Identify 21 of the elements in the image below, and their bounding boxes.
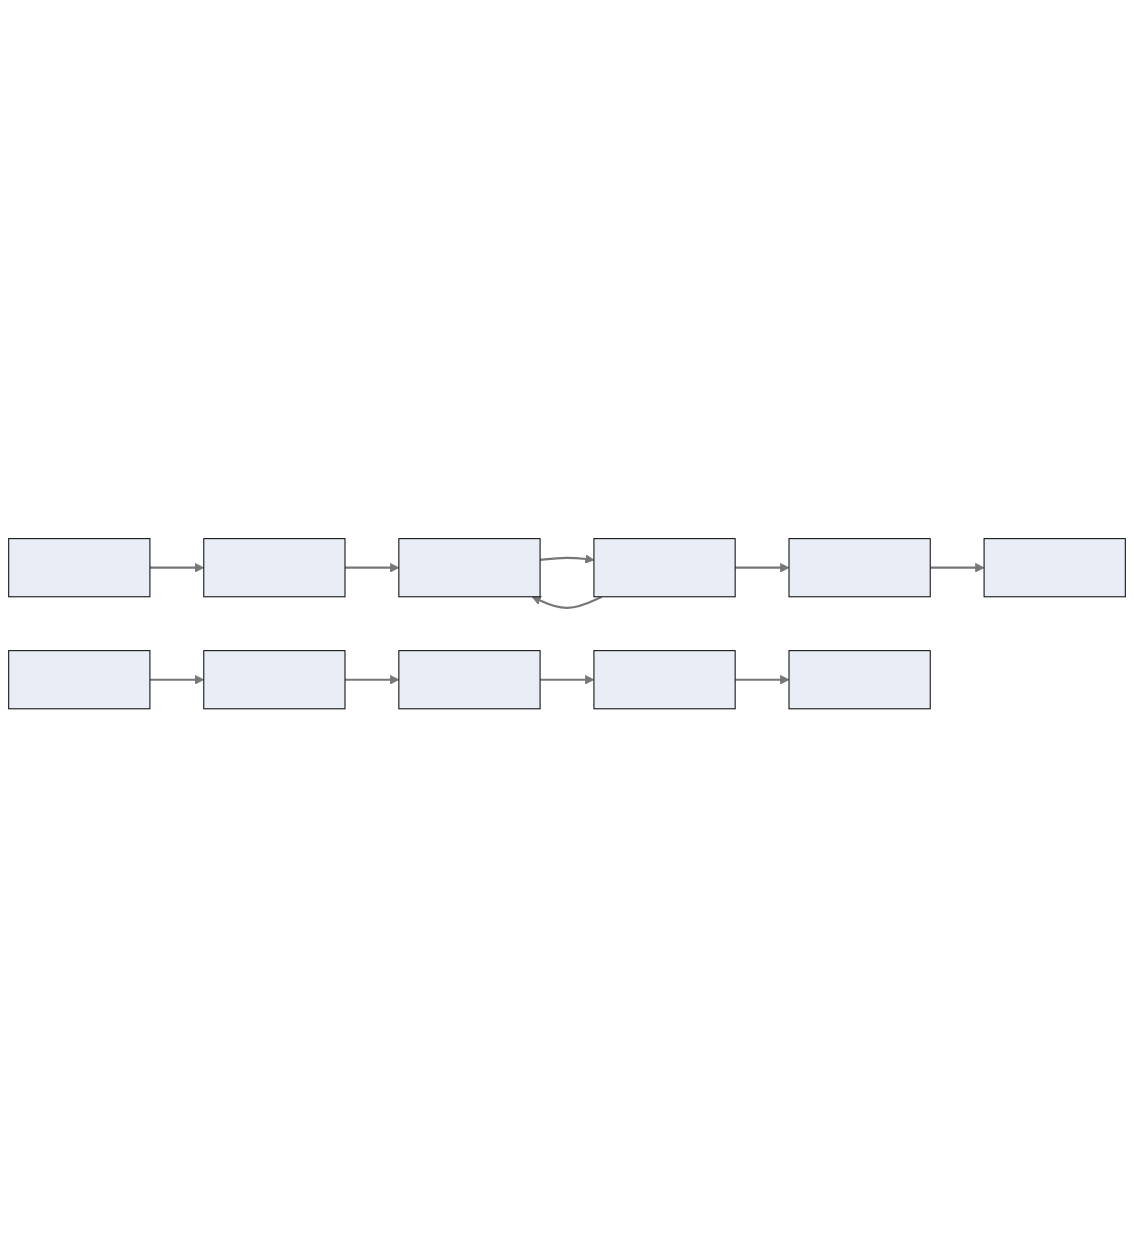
node-box bbox=[983, 538, 1126, 598]
node-box bbox=[593, 538, 736, 598]
arrow bbox=[149, 675, 205, 685]
node-box bbox=[203, 538, 346, 598]
arrow bbox=[345, 563, 400, 573]
arrow bbox=[345, 675, 400, 685]
arrow bbox=[539, 554, 595, 564]
node-box bbox=[8, 538, 151, 598]
node-box bbox=[398, 650, 541, 710]
arrow bbox=[735, 675, 790, 685]
arrow bbox=[149, 563, 205, 573]
arrow bbox=[930, 563, 985, 573]
arrow bbox=[735, 563, 790, 573]
node-box bbox=[203, 650, 346, 710]
arrow bbox=[531, 596, 603, 610]
node-box bbox=[593, 650, 736, 710]
node-box bbox=[8, 650, 151, 710]
node-box bbox=[788, 538, 931, 598]
arrow bbox=[540, 675, 595, 685]
node-box bbox=[398, 538, 541, 598]
node-box bbox=[788, 650, 931, 710]
